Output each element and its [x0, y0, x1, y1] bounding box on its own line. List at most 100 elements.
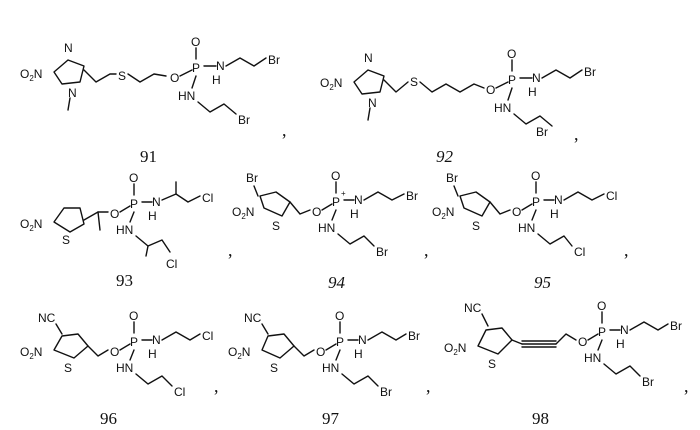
methyl-93b [146, 246, 148, 256]
atom-cl-2: Cl [574, 245, 585, 259]
atom-o-top: O [531, 169, 540, 183]
atom-o: O [312, 205, 321, 219]
chain-95b [564, 192, 604, 200]
atom-cl-1: Cl [202, 329, 213, 343]
atom-hn: HN [494, 101, 511, 115]
chain-96c [136, 374, 172, 386]
o2n-group: O2N [20, 67, 42, 83]
o-p-bond [496, 82, 508, 88]
p-hn-bond [508, 88, 512, 100]
p-hn-bond [598, 340, 602, 350]
atom-o-top: O [597, 299, 606, 313]
thiophene-ring [262, 334, 294, 358]
structure-92: O2N N N S O P O N H Br HN Br , 92 [320, 47, 596, 166]
atom-nh-n: N [554, 193, 563, 207]
chain-98c [604, 364, 640, 376]
atom-br-2: Br [536, 125, 548, 139]
structure-93: O2N S O P O N H Cl HN Cl , 93 [20, 171, 233, 290]
atom-nc: NC [244, 311, 262, 325]
o-p-bond [180, 70, 192, 76]
chain-91b [128, 74, 166, 82]
chain-93a [84, 212, 100, 230]
atom-p: P [532, 195, 540, 209]
o-p-bond [522, 204, 532, 210]
separator: , [424, 240, 429, 260]
atom-o-top: O [129, 309, 138, 323]
atom-nh-h: H [148, 347, 157, 361]
ring-n-top: N [64, 41, 73, 55]
chain-91a [84, 70, 116, 82]
ring-cn-bond [262, 324, 268, 334]
ring-s: S [270, 361, 278, 375]
p-hn-bond [336, 350, 340, 360]
p-hn-bond [130, 350, 134, 360]
structure-91: O2N N N S O P O N H Br HN Br , 91 [20, 35, 287, 166]
ring-s: S [272, 219, 280, 233]
atom-cl-1: Cl [202, 191, 213, 205]
o2n-group: O2N [444, 341, 466, 357]
atom-p: P [130, 335, 138, 349]
thiophene-ring [54, 208, 84, 232]
structure-98: NC O2N S O P O N H Br HN Br , 98 [444, 299, 689, 428]
o-p-bond [120, 206, 130, 212]
atom-br-1: Br [408, 329, 420, 343]
atom-hn: HN [116, 361, 133, 375]
atom-br-2: Br [376, 245, 388, 259]
chain-92b [420, 82, 484, 92]
ring-br-bond [454, 186, 458, 196]
compound-number-97: 97 [322, 409, 340, 428]
atom-br-ring: Br [246, 171, 258, 185]
chain-95c [538, 234, 572, 246]
atom-br-2: Br [238, 113, 250, 127]
atom-nh-h: H [212, 73, 221, 87]
atom-o-top: O [507, 47, 516, 61]
atom-nh-n: N [532, 71, 541, 85]
chain-93b [162, 194, 200, 202]
p-hn-bond [532, 210, 536, 220]
ring-s: S [64, 361, 72, 375]
atom-hn: HN [518, 221, 535, 235]
chain-94c [338, 234, 374, 246]
atom-o: O [110, 207, 119, 221]
atom-s: S [410, 75, 418, 89]
separator: , [282, 120, 287, 140]
atom-o: O [512, 205, 521, 219]
atom-br-1: Br [406, 189, 418, 203]
atom-hn: HN [116, 223, 133, 237]
thiophene-ring [260, 192, 290, 216]
chain-97c [342, 374, 378, 386]
atom-nh-h: H [350, 207, 359, 221]
compound-number-95: 95 [534, 273, 551, 292]
atom-nh-n: N [152, 333, 161, 347]
compound-number-96: 96 [100, 409, 117, 428]
atom-nh-h: H [616, 337, 625, 351]
p-hn-bond [130, 212, 134, 222]
p-hn-bond [332, 210, 336, 220]
structure-95: Br O2N S O P O N H Cl HN Cl , 95 [432, 169, 629, 292]
chain-96b [162, 332, 200, 340]
atom-nh-h: H [148, 209, 157, 223]
imidazole-ring [354, 70, 384, 94]
thiophene-ring [54, 334, 88, 358]
ring-alkyne-bond [512, 340, 522, 344]
atom-o: O [486, 83, 495, 97]
atom-hn: HN [178, 89, 195, 103]
atom-o: O [110, 345, 119, 359]
structure-96: NC O2N S O P O N H Cl HN Cl , 96 [20, 309, 219, 428]
thiophene-ring [460, 192, 490, 216]
ring-n-bottom: N [368, 96, 377, 110]
separator: , [624, 240, 629, 260]
atom-br-1: Br [268, 53, 280, 67]
compound-number-94: 94 [328, 273, 346, 292]
separator: , [684, 376, 689, 396]
atom-nc: NC [464, 301, 482, 315]
atom-br-2: Br [380, 385, 392, 399]
atom-nh-n: N [216, 59, 225, 73]
separator: , [228, 240, 233, 260]
atom-p: P [192, 61, 200, 75]
compound-number-98: 98 [532, 409, 549, 428]
atom-p: P [598, 325, 606, 339]
ring-n-top: N [364, 51, 373, 65]
